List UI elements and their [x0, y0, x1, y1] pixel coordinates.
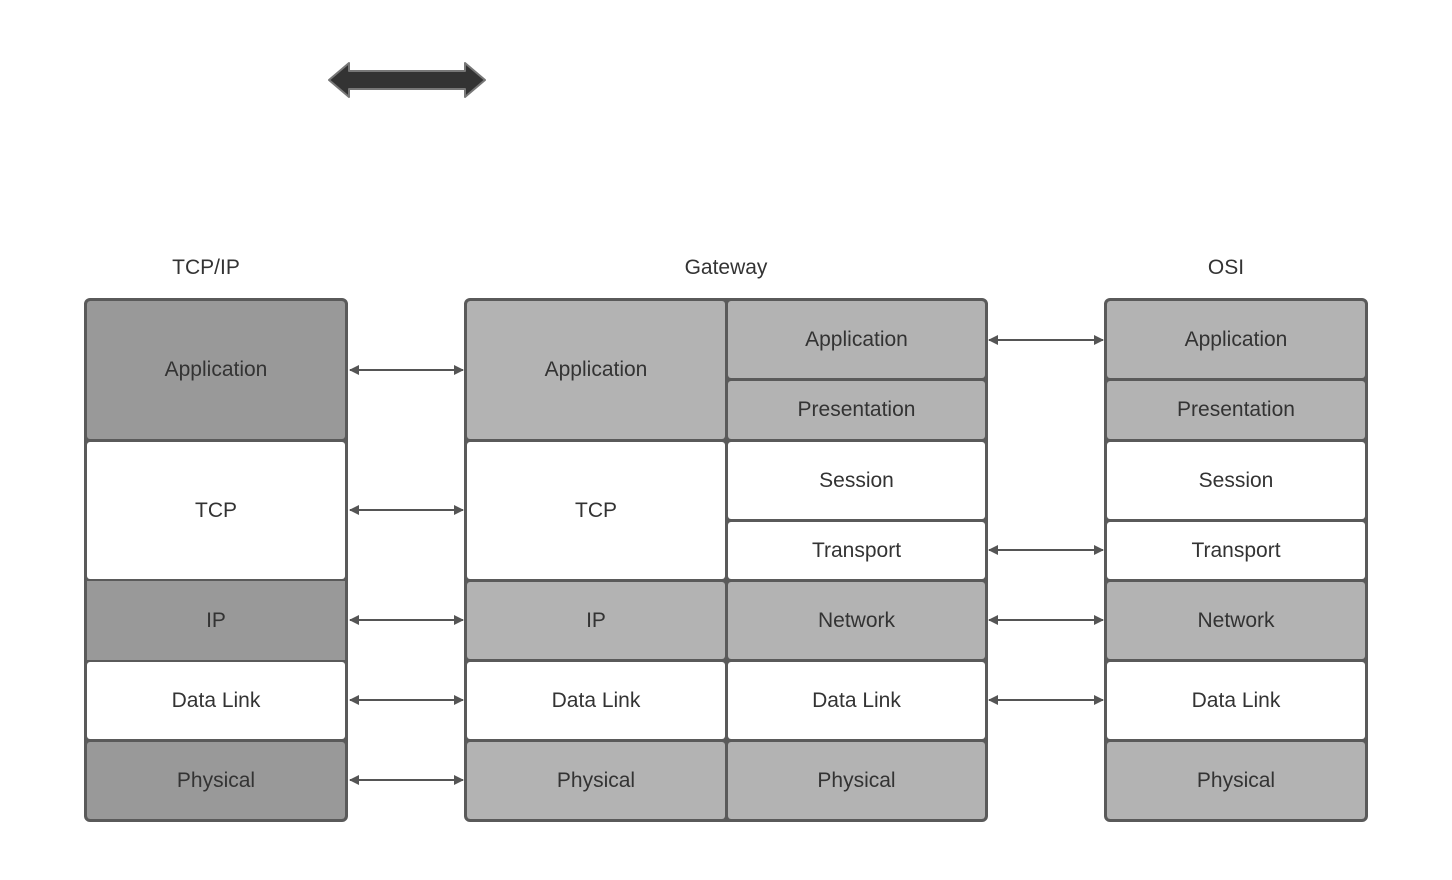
gateway-right-presentation: Presentation	[728, 381, 985, 439]
gateway-left-physical: Physical	[467, 742, 725, 819]
osi-layer-network: Network	[1107, 582, 1365, 659]
osi-layer-application: Application	[1107, 301, 1365, 378]
gateway-stack: Application TCP IP Data Link Physical Ap…	[464, 298, 988, 822]
gateway-left-data-link: Data Link	[467, 662, 725, 739]
gateway-right-transport: Transport	[728, 522, 985, 579]
osi-stack: Application Presentation Session Transpo…	[1104, 298, 1368, 822]
osi-layer-presentation: Presentation	[1107, 381, 1365, 439]
gateway-left-application: Application	[467, 301, 725, 439]
gateway-title: Gateway	[684, 256, 768, 279]
gateway-right-application: Application	[728, 301, 985, 378]
tcpip-stack: Application TCP IP Data Link Physical	[84, 298, 348, 822]
tcpip-layer-physical: Physical	[87, 742, 345, 819]
tcpip-layer-data-link: Data Link	[87, 662, 345, 739]
tcpip-layer-application: Application	[87, 301, 345, 439]
double-arrow-icon	[328, 62, 486, 98]
tcpip-title: TCP/IP	[172, 256, 240, 279]
tcpip-layer-tcp: TCP	[87, 442, 345, 579]
gateway-right-data-link: Data Link	[728, 662, 985, 739]
gateway-right-session: Session	[728, 442, 985, 519]
gateway-left-ip: IP	[467, 582, 725, 659]
osi-layer-data-link: Data Link	[1107, 662, 1365, 739]
tcpip-layer-ip: IP	[87, 581, 345, 660]
osi-title: OSI	[1207, 256, 1245, 279]
osi-layer-transport: Transport	[1107, 522, 1365, 579]
gateway-right-physical: Physical	[728, 742, 985, 819]
osi-layer-physical: Physical	[1107, 742, 1365, 819]
gateway-right-network: Network	[728, 582, 985, 659]
gateway-left-tcp: TCP	[467, 442, 725, 579]
osi-layer-session: Session	[1107, 442, 1365, 519]
